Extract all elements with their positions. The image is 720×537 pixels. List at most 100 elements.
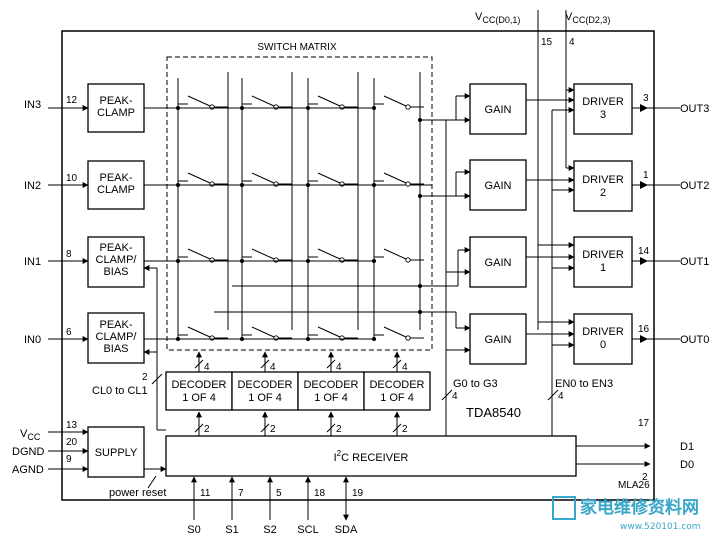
switch-matrix-frame <box>166 56 433 351</box>
driver-2: DRIVER 2 1 OUT2 <box>573 160 709 212</box>
dec2-dn-w: 2 <box>336 424 342 435</box>
gain2-label: GAIN <box>485 180 512 192</box>
agnd-pin: 9 <box>66 454 72 465</box>
dec3-l2: 1 OF 4 <box>380 392 414 404</box>
switch-contact-0-0 <box>209 104 215 110</box>
out2-label: OUT2 <box>680 180 709 192</box>
in2-pin: 10 <box>66 173 78 184</box>
switch-contact-1-1 <box>273 181 279 187</box>
chip-outline <box>61 30 655 501</box>
switch-contact-0-2 <box>339 104 345 110</box>
gain0-label: GAIN <box>485 334 512 346</box>
decoder-2 <box>297 371 365 411</box>
switch-blade-0-0 <box>187 95 211 107</box>
dec0-l2: 1 OF 4 <box>182 392 216 404</box>
gain-bus-label: G0 to G3 <box>453 378 498 390</box>
cl-label: CL0 to CL1 <box>92 385 148 397</box>
driver-1: DRIVER 1 14 OUT1 <box>573 236 709 288</box>
gain3-label: GAIN <box>485 104 512 116</box>
gain-2: GAIN <box>469 159 527 211</box>
supply-block <box>87 426 145 478</box>
switch-blade-2-1 <box>251 248 275 260</box>
in2-label: IN2 <box>24 180 41 192</box>
switch-contact-2-1 <box>273 257 279 263</box>
switch-blade-3-0 <box>187 326 211 338</box>
pc1-l2: CLAMP/ <box>96 254 138 266</box>
en-bus-label: EN0 to EN3 <box>555 378 613 390</box>
vcc-pin: 13 <box>66 420 78 431</box>
in0-pin: 6 <box>66 327 72 338</box>
driver-0: DRIVER 0 16 OUT0 <box>573 313 709 365</box>
drv2-pin: 1 <box>643 170 649 181</box>
in1-pin: 8 <box>66 249 72 260</box>
out3-label: OUT3 <box>680 103 709 115</box>
switch-contact-2-2 <box>339 257 345 263</box>
vcc-pin-label: VCC <box>20 428 41 442</box>
dec1-l2: 1 OF 4 <box>248 392 282 404</box>
decoder-row: DECODER 1 OF 4 DECODER 1 OF 4 DECODER 1 … <box>165 371 431 411</box>
dec3-l1: DECODER <box>369 379 424 391</box>
drv3-name: DRIVER <box>582 96 624 108</box>
drv2-name: DRIVER <box>582 174 624 186</box>
supply-label: SUPPLY <box>95 447 138 459</box>
power-reset-label: power reset <box>109 487 166 499</box>
drv3-pin: 3 <box>643 93 649 104</box>
watermark-url: www.520101.com <box>620 522 701 532</box>
d0-pin: 2 <box>642 472 648 483</box>
switch-blade-2-0 <box>187 248 211 260</box>
dec2-l2: 1 OF 4 <box>314 392 348 404</box>
switch-contact-3-0 <box>209 335 215 341</box>
watermark-cn: 家电维修资料网 <box>580 497 699 518</box>
switch-blade-0-2 <box>317 95 341 107</box>
sda-label: SDA <box>335 524 358 536</box>
input-ch-0: IN0 6 PEAK- CLAMP/ BIAS <box>24 312 145 364</box>
gain-1: GAIN <box>469 236 527 288</box>
switch-contact-2-3 <box>405 257 411 263</box>
d0-label: D0 <box>680 459 694 471</box>
switch-contact-2-0 <box>209 257 215 263</box>
dec1-up-w: 4 <box>270 362 276 373</box>
in3-label: IN3 <box>24 99 41 111</box>
vcc-d23-label: VCC(D2,3) <box>565 11 610 25</box>
gain-bus-width: 4 <box>452 391 458 402</box>
pc3-l2: CLAMP <box>97 107 135 119</box>
input-ch-2: IN2 10 PEAK- CLAMP <box>24 160 145 210</box>
switch-contact-3-2 <box>339 335 345 341</box>
input-ch-3: IN3 12 PEAK- CLAMP <box>24 83 145 133</box>
drv1-pin: 14 <box>638 246 650 257</box>
in0-label: IN0 <box>24 334 41 346</box>
switch-blade-3-3 <box>383 326 407 338</box>
s0-label: S0 <box>187 524 200 536</box>
gain-0: GAIN <box>469 313 527 365</box>
pc0-l3: BIAS <box>103 343 128 355</box>
pin-vcc-d01: 15 <box>541 37 553 48</box>
decoder-3 <box>363 371 431 411</box>
gain-3: GAIN <box>469 83 527 135</box>
dgnd-label: DGND <box>12 446 44 458</box>
decoder-down-buses: 2 2 2 2 <box>194 411 408 436</box>
switch-blade-2-2 <box>317 248 341 260</box>
switch-blade-3-2 <box>317 326 341 338</box>
peak-clamp-2 <box>87 160 145 210</box>
pc1-l1: PEAK- <box>99 242 132 254</box>
switch-contact-1-2 <box>339 181 345 187</box>
agnd-label: AGND <box>12 464 44 476</box>
dec3-dn-w: 2 <box>402 424 408 435</box>
ref-code: MLA26 <box>618 480 650 491</box>
i2c-receiver <box>165 435 577 477</box>
s0-pin: 11 <box>200 488 211 499</box>
chip-name: TDA8540 <box>466 405 521 420</box>
decoder-1 <box>231 371 299 411</box>
pc0-l1: PEAK- <box>99 319 132 331</box>
dec1-dn-w: 2 <box>270 424 276 435</box>
decoder-up-buses: 4 4 4 4 <box>194 351 408 373</box>
dec2-up-w: 4 <box>336 362 342 373</box>
sda-pin: 19 <box>352 488 364 499</box>
switch-blade-3-1 <box>251 326 275 338</box>
switch-matrix-title: SWITCH MATRIX <box>257 42 337 53</box>
pc1-l3: BIAS <box>103 266 128 278</box>
d1-pin: 17 <box>638 418 650 429</box>
scl-pin: 18 <box>314 488 326 499</box>
dec1-l1: DECODER <box>237 379 292 391</box>
